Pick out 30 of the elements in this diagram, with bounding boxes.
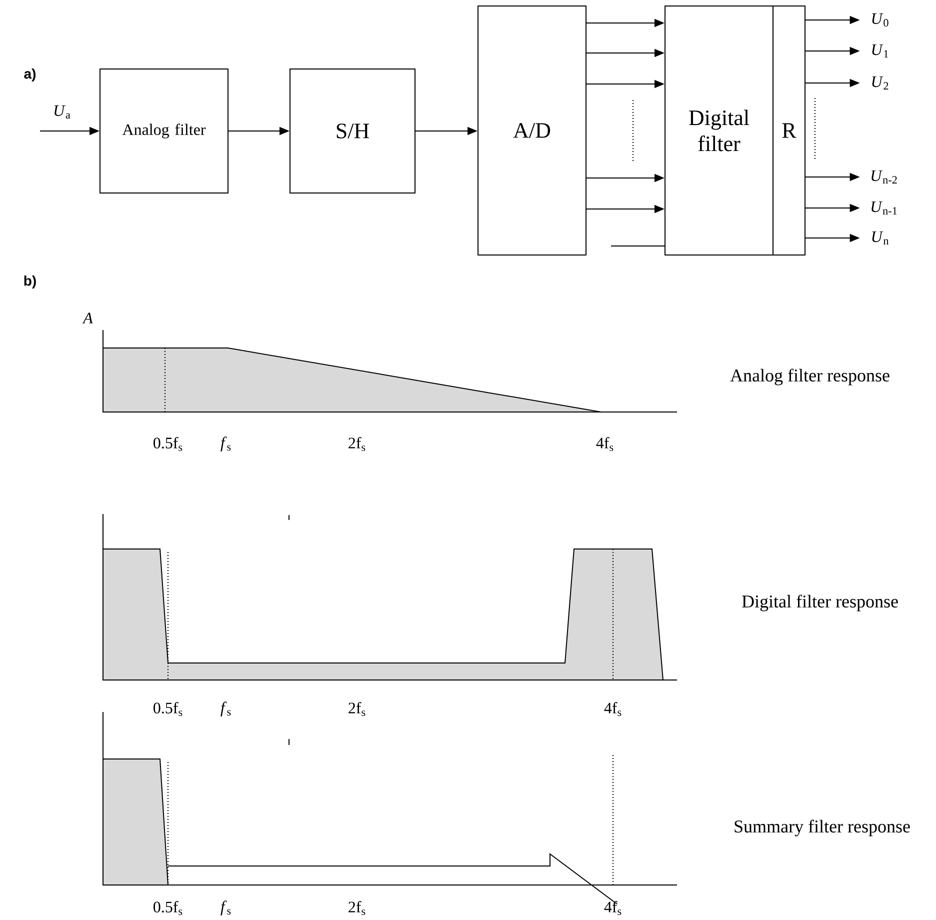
axis-label: A (82, 312, 93, 324)
signal-label: U$_{0}$ (872, 13, 888, 27)
response-title: Summary filter response (734, 820, 910, 836)
response-title: Digital filter response (742, 594, 898, 612)
block-box: Digital filter (664, 6, 774, 256)
signal-label: U$_{n-2}$ (872, 170, 897, 184)
tick-label: 0.5f$_{s}$ (154, 702, 182, 716)
tick-label: 2f$_{s}$ (348, 901, 366, 915)
response-title: Analog filter response (730, 368, 890, 386)
tick-label: 4f$_{s}$ (604, 901, 622, 915)
block-box: A/D (478, 6, 586, 256)
tick-label: 4f$_{s}$ (596, 437, 614, 451)
tick-label: 0.5f$_{s}$ (154, 437, 182, 451)
panel-label: a) (24, 68, 36, 82)
tick-label: f$_{s}$ (220, 702, 231, 716)
tick-label: 2f$_{s}$ (348, 437, 366, 451)
signal-label: U$_{n-1}$ (872, 201, 897, 215)
tick-label: 0.5f$_{s}$ (154, 901, 182, 915)
signal-label: U$_{n}$ (872, 231, 889, 245)
block-box: Analog filter (100, 68, 228, 194)
signal-label: U$_{1}$ (872, 44, 888, 58)
edge-label: U$_{a}$ (54, 105, 70, 119)
tick-label: f$_{s}$ (220, 436, 231, 452)
tick-label: 4f$_{s}$ (604, 702, 622, 716)
panel-label: b) (24, 275, 36, 289)
tick-label: f$_{s}$ (220, 900, 231, 916)
block-box: R (772, 6, 806, 256)
tick-label: 2f$_{s}$ (348, 702, 366, 716)
block-box: S/H (290, 68, 416, 194)
signal-label: U$_{2}$ (872, 76, 888, 90)
